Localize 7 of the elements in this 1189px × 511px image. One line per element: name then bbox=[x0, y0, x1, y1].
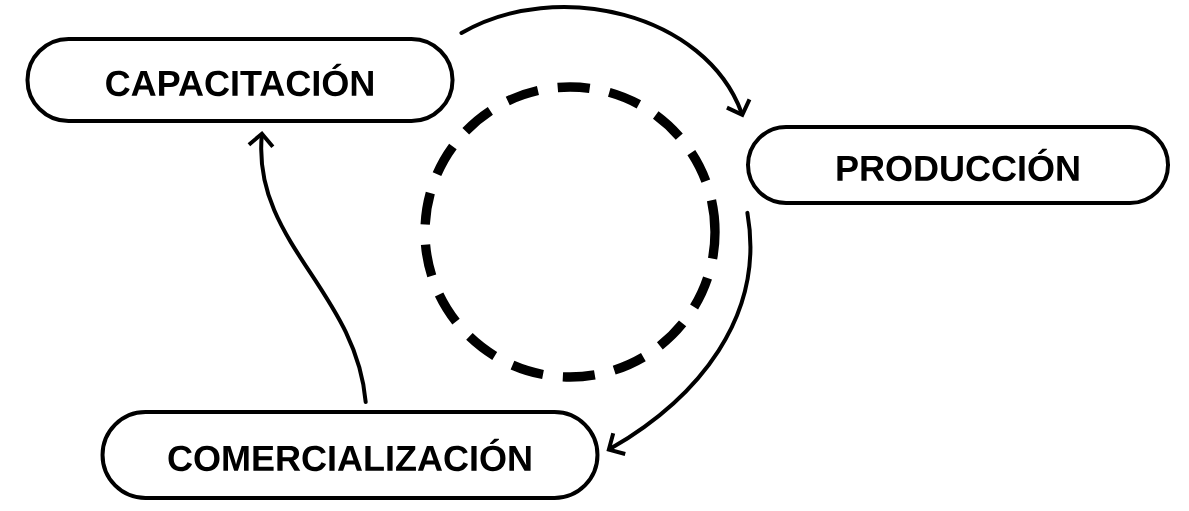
dashed-circle bbox=[420, 82, 720, 382]
rounded-box: PRODUCCIÓN bbox=[746, 125, 1170, 205]
rounded-box: COMERCIALIZACIÓN bbox=[100, 410, 600, 500]
curved-arrow bbox=[606, 210, 753, 456]
rounded-box: CAPACITACIÓN bbox=[25, 37, 455, 123]
curved-arrow bbox=[247, 130, 368, 405]
curved-arrow bbox=[459, 5, 752, 118]
